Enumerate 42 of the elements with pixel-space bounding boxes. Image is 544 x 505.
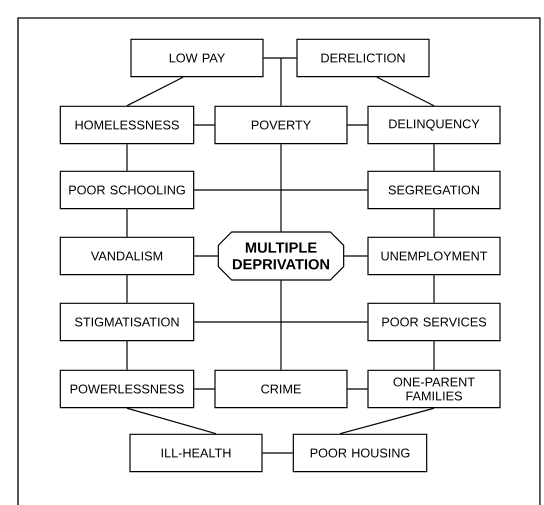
connector-line	[348, 124, 368, 126]
connector-line	[433, 275, 435, 303]
process-box: ONE-PARENT FAMILIES	[367, 370, 501, 408]
central-octagon: MULTIPLE DEPRIVATION	[218, 231, 344, 281]
process-box: POOR SCHOOLING	[60, 170, 194, 210]
connector-line	[194, 255, 218, 257]
connector-line	[126, 275, 128, 303]
connector-line	[262, 452, 293, 454]
connector-line	[280, 280, 282, 370]
connector-line	[433, 144, 435, 171]
process-box: POVERTY	[214, 106, 348, 144]
connector-line	[194, 189, 368, 191]
connector-line	[194, 388, 214, 390]
process-box: UNEMPLOYMENT	[367, 236, 501, 276]
process-box: HOMELESSNESS	[60, 106, 194, 144]
connector-line	[126, 144, 128, 171]
process-box: POWERLESSNESS	[60, 370, 194, 408]
process-box: DERELICTION	[296, 38, 430, 78]
connector-line	[194, 321, 368, 323]
process-box: VANDALISM	[60, 236, 194, 276]
connector-line	[280, 144, 282, 232]
process-box: SEGREGATION	[367, 170, 501, 210]
connector-line	[126, 341, 128, 370]
connector-line	[126, 209, 128, 237]
connector-line	[433, 341, 435, 370]
connector-line	[126, 408, 216, 434]
process-box: STIGMATISATION	[60, 302, 194, 342]
process-box: DELINQUENCY	[367, 106, 501, 144]
connector-line	[348, 388, 368, 390]
connector-line	[376, 76, 434, 106]
process-box: LOW PAY	[130, 38, 264, 78]
connector-line	[280, 58, 282, 106]
connector-line	[126, 76, 184, 106]
connector-line	[433, 209, 435, 237]
connector-line	[344, 255, 368, 257]
process-box: CRIME	[214, 370, 348, 408]
connector-line	[194, 124, 214, 126]
process-box: POOR SERVICES	[367, 302, 501, 342]
process-box: POOR HOUSING	[292, 434, 428, 472]
connector-line	[340, 408, 434, 434]
process-box: ILL-HEALTH	[129, 434, 263, 472]
connector-line	[264, 57, 296, 59]
